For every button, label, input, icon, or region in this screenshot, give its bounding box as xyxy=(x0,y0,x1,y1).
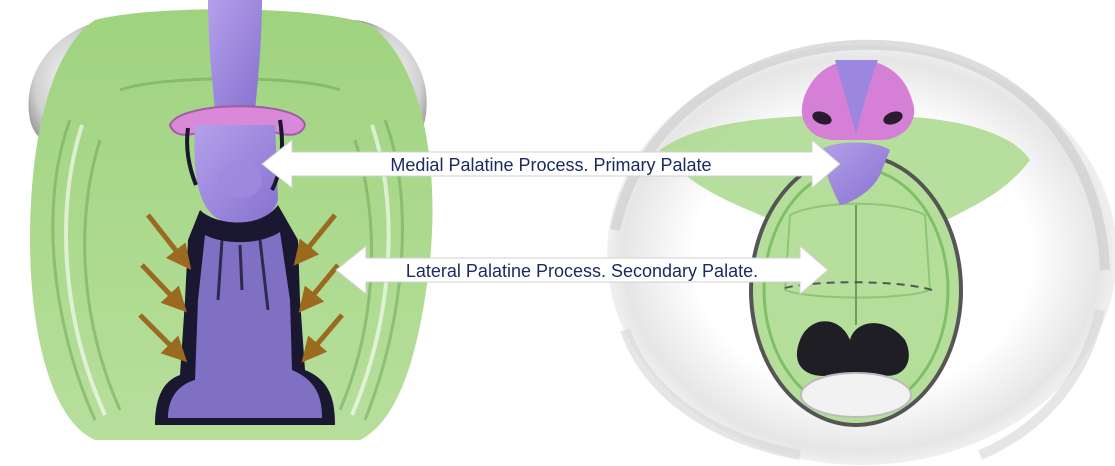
right-embryo-figure xyxy=(607,45,1115,465)
secondary-palate-label: Lateral Palatine Process. Secondary Pala… xyxy=(406,261,758,281)
nasal-septum xyxy=(208,0,262,110)
left-embryo-figure xyxy=(28,0,432,440)
tongue xyxy=(801,373,911,417)
primary-palate-label: Medial Palatine Process. Primary Palate xyxy=(390,155,711,175)
